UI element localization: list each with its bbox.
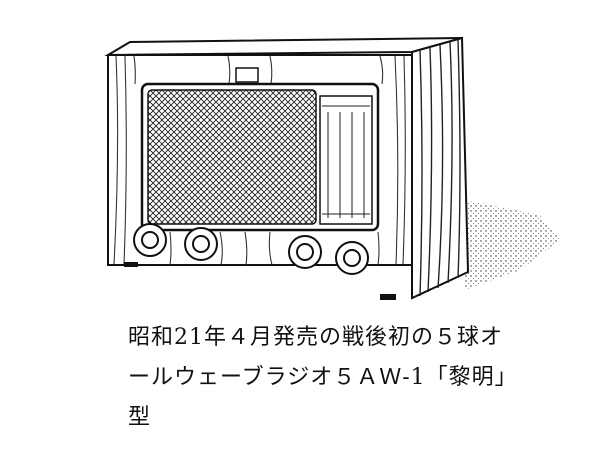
control-knobs (133, 223, 369, 275)
figure-caption: 昭和21年４月発売の戦後初の５球オ ールウェーブラジオ５ＡＷ-1「黎明」 型 (128, 318, 568, 438)
tuning-dial (319, 95, 373, 225)
caption-line: 昭和21年４月発売の戦後初の５球オ (128, 325, 503, 350)
speaker-grille (147, 89, 317, 225)
cabinet-top (104, 37, 463, 57)
cast-shadow (465, 200, 560, 290)
logo-badge (235, 67, 259, 83)
foot (380, 294, 396, 300)
caption-line: ールウェーブラジオ５ＡＷ-1「黎明」 (128, 365, 518, 390)
caption-line: 型 (128, 405, 152, 430)
radio-illustration (104, 36, 560, 300)
foot (124, 262, 138, 267)
